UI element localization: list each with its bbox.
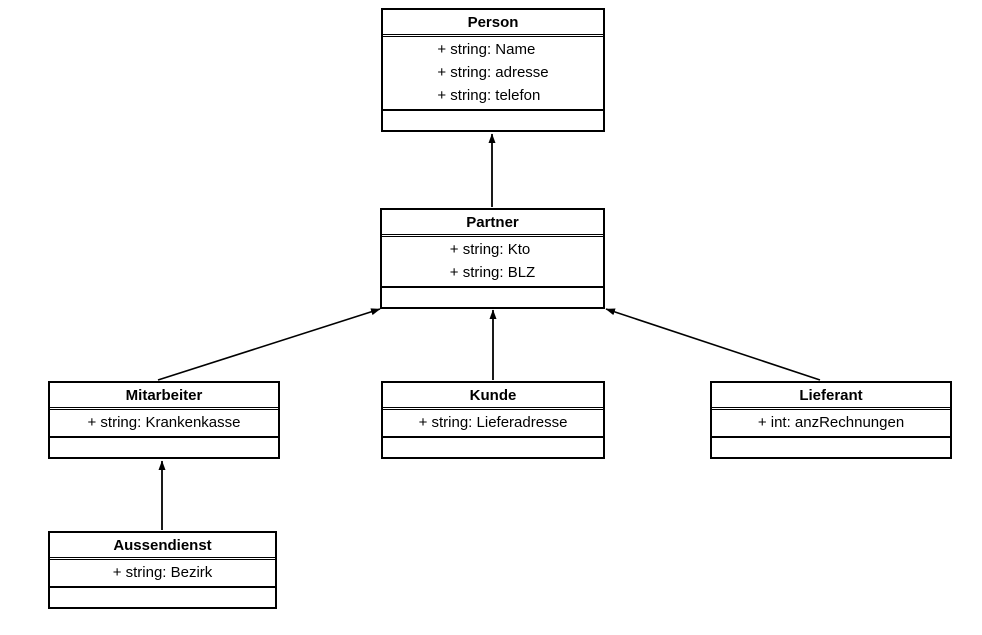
class-attributes-person: + string: Name + string: adresse + strin…: [383, 37, 603, 111]
class-name-kunde: Kunde: [383, 383, 603, 410]
class-box-mitarbeiter: Mitarbeiter + string: Krankenkasse: [48, 381, 280, 459]
edge-mitarbeiter-to-partner: [157, 308, 381, 381]
class-box-person: Person + string: Name + string: adresse …: [381, 8, 605, 132]
class-attributes-kunde: + string: Lieferadresse: [383, 410, 603, 438]
attribute-line: + string: BLZ: [449, 264, 536, 281]
attribute-line: + string: Krankenkasse: [87, 414, 241, 431]
class-box-aussendienst: Aussendienst + string: Bezirk: [48, 531, 277, 609]
class-methods-empty-lieferant: [712, 438, 950, 457]
attribute-line: + string: Lieferadresse: [418, 414, 568, 431]
class-attributes-mitarbeiter: + string: Krankenkasse: [50, 410, 278, 438]
class-methods-empty-mitarbeiter: [50, 438, 278, 457]
class-attributes-aussendienst: + string: Bezirk: [50, 560, 275, 588]
class-methods-empty-aussendienst: [50, 588, 275, 607]
attribute-line: + string: Kto: [449, 241, 531, 258]
class-name-person: Person: [383, 10, 603, 37]
class-name-aussendienst: Aussendienst: [50, 533, 275, 560]
attribute-line: + string: telefon: [437, 87, 541, 104]
class-name-partner: Partner: [382, 210, 603, 237]
class-methods-empty-kunde: [383, 438, 603, 457]
class-box-partner: Partner + string: Kto + string: BLZ: [380, 208, 605, 309]
class-box-lieferant: Lieferant + int: anzRechnungen: [710, 381, 952, 459]
class-attributes-lieferant: + int: anzRechnungen: [712, 410, 950, 438]
edge-lieferant-to-partner: [605, 308, 821, 381]
attribute-line: + string: Bezirk: [112, 564, 213, 581]
attribute-line: + string: adresse: [437, 64, 549, 81]
class-methods-empty-person: [383, 111, 603, 130]
attribute-line: + string: Name: [437, 41, 536, 58]
class-attributes-partner: + string: Kto + string: BLZ: [382, 237, 603, 288]
class-name-lieferant: Lieferant: [712, 383, 950, 410]
class-methods-empty-partner: [382, 288, 603, 307]
class-box-kunde: Kunde + string: Lieferadresse: [381, 381, 605, 459]
attribute-line: + int: anzRechnungen: [757, 414, 905, 431]
class-name-mitarbeiter: Mitarbeiter: [50, 383, 278, 410]
